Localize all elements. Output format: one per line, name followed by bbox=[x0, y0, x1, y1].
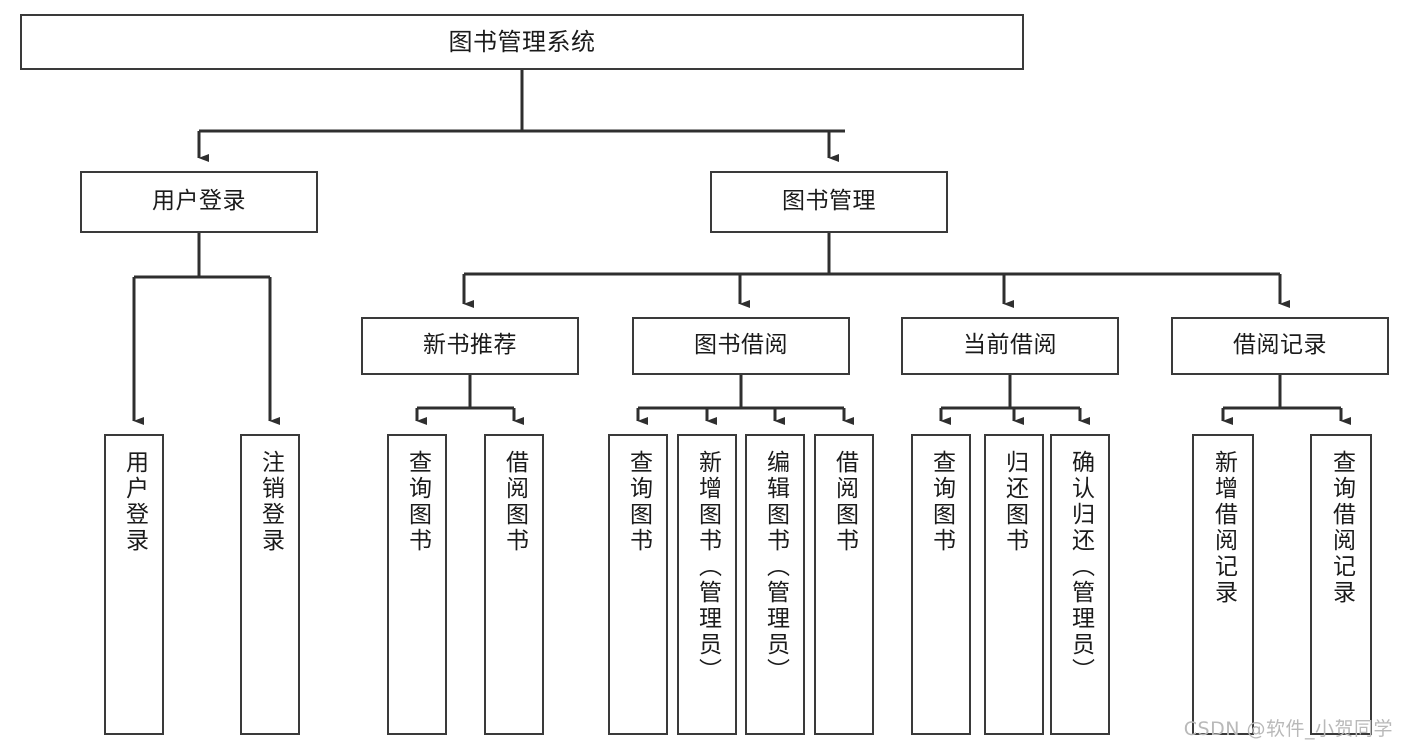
node-new-book-rec[interactable]: 新书推荐 bbox=[361, 317, 579, 375]
leaf-add-record-label: 新增借阅记录 bbox=[1210, 450, 1237, 606]
leaf-return-book[interactable]: 归还图书 bbox=[984, 434, 1044, 735]
node-root-label: 图书管理系统 bbox=[448, 27, 596, 56]
node-new-book-rec-label: 新书推荐 bbox=[423, 332, 517, 359]
node-current-borrow-label: 当前借阅 bbox=[963, 332, 1057, 359]
leaf-query-book-1-label: 查询图书 bbox=[404, 450, 431, 554]
leaf-add-book[interactable]: 新增图书（管理员） bbox=[677, 434, 737, 735]
node-user-login[interactable]: 用户登录 bbox=[80, 171, 318, 233]
leaf-borrow-book-1[interactable]: 借阅图书 bbox=[484, 434, 544, 735]
watermark: CSDN @软件_小贺同学 bbox=[1183, 718, 1393, 740]
leaf-query-book-2[interactable]: 查询图书 bbox=[608, 434, 668, 735]
leaf-logout[interactable]: 注销登录 bbox=[240, 434, 300, 735]
node-borrow-record[interactable]: 借阅记录 bbox=[1171, 317, 1389, 375]
node-book-manage-label: 图书管理 bbox=[782, 188, 876, 215]
leaf-edit-book-label: 编辑图书（管理员） bbox=[762, 450, 789, 684]
leaf-user-login-label: 用户登录 bbox=[121, 450, 148, 554]
node-book-borrow[interactable]: 图书借阅 bbox=[632, 317, 850, 375]
leaf-logout-label: 注销登录 bbox=[257, 450, 284, 554]
node-book-manage[interactable]: 图书管理 bbox=[710, 171, 948, 233]
leaf-user-login[interactable]: 用户登录 bbox=[104, 434, 164, 735]
leaf-borrow-book-2[interactable]: 借阅图书 bbox=[814, 434, 874, 735]
node-root[interactable]: 图书管理系统 bbox=[20, 14, 1024, 70]
leaf-return-book-label: 归还图书 bbox=[1001, 450, 1028, 554]
leaf-query-book-1[interactable]: 查询图书 bbox=[387, 434, 447, 735]
leaf-confirm-return[interactable]: 确认归还（管理员） bbox=[1050, 434, 1110, 735]
leaf-query-book-3-label: 查询图书 bbox=[928, 450, 955, 554]
node-borrow-record-label: 借阅记录 bbox=[1233, 332, 1327, 359]
node-user-login-label: 用户登录 bbox=[152, 188, 246, 215]
leaf-add-record[interactable]: 新增借阅记录 bbox=[1192, 434, 1254, 735]
leaf-borrow-book-1-label: 借阅图书 bbox=[501, 450, 528, 554]
node-current-borrow[interactable]: 当前借阅 bbox=[901, 317, 1119, 375]
node-book-borrow-label: 图书借阅 bbox=[694, 332, 788, 359]
leaf-add-book-label: 新增图书（管理员） bbox=[694, 450, 721, 684]
leaf-query-book-2-label: 查询图书 bbox=[625, 450, 652, 554]
leaf-query-record-label: 查询借阅记录 bbox=[1328, 450, 1355, 606]
leaf-confirm-return-label: 确认归还（管理员） bbox=[1067, 450, 1094, 684]
leaf-borrow-book-2-label: 借阅图书 bbox=[831, 450, 858, 554]
leaf-query-record[interactable]: 查询借阅记录 bbox=[1310, 434, 1372, 735]
leaf-query-book-3[interactable]: 查询图书 bbox=[911, 434, 971, 735]
leaf-edit-book[interactable]: 编辑图书（管理员） bbox=[745, 434, 805, 735]
